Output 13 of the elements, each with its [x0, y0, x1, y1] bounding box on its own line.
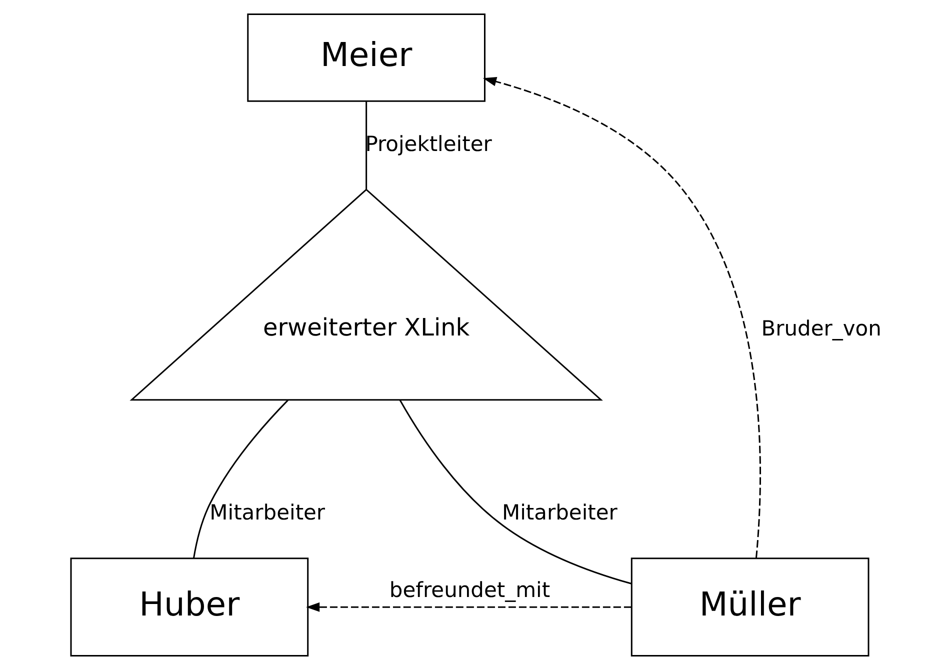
edge-label: Mitarbeiter [209, 500, 325, 525]
edge-label: Bruder_von [760, 316, 881, 340]
arrow [306, 602, 631, 612]
node-box: Müller [630, 558, 869, 657]
connector [398, 400, 632, 584]
arrow [482, 76, 760, 558]
node-box: Huber [70, 558, 308, 657]
connector [192, 400, 288, 558]
edge-label: Projektleiter [364, 132, 492, 156]
edge-label: befreundet_mit [388, 578, 550, 602]
connector [365, 101, 367, 190]
node-box: Meier [246, 13, 485, 102]
edge-label: Mitarbeiter [502, 500, 617, 525]
